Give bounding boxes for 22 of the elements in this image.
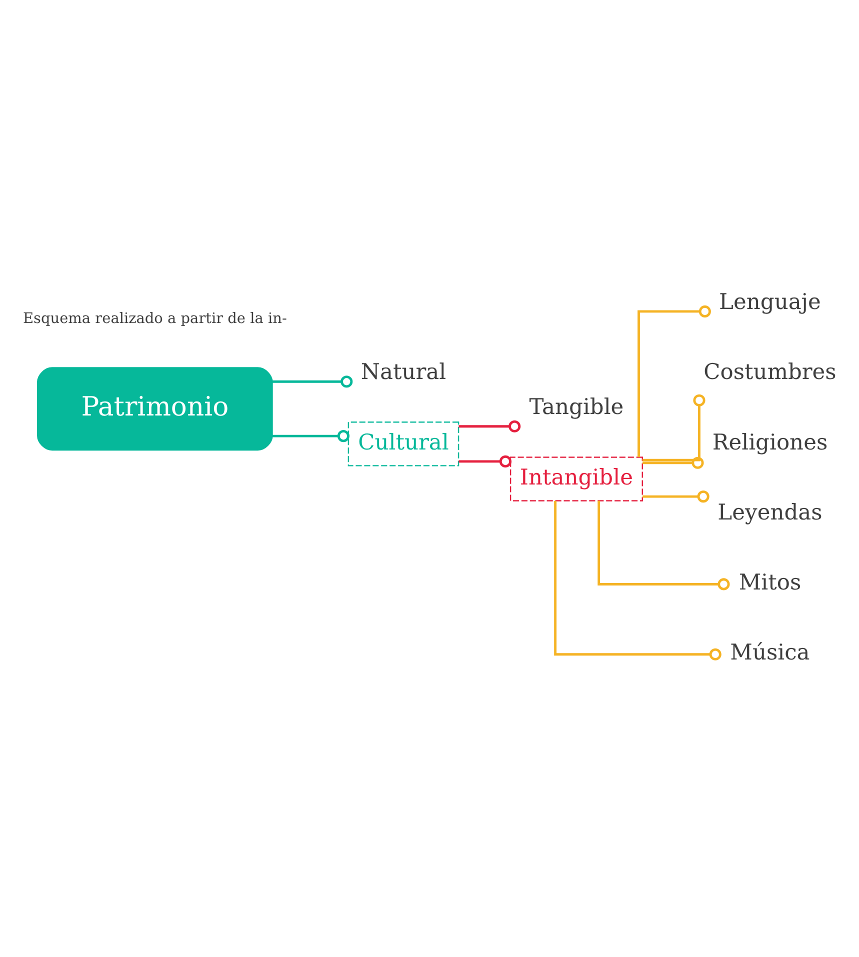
- node-text: Religiones: [712, 430, 828, 455]
- node-text: Leyendas: [718, 500, 822, 525]
- label: Esquema realizado a partir de la in-: [22, 310, 287, 327]
- connector: [458, 420, 521, 432]
- connector: [642, 394, 706, 461]
- connector: [642, 456, 704, 468]
- node-text: Música: [730, 640, 810, 666]
- node-text: Mitos: [738, 570, 802, 596]
- node-box: Patrimonio: [37, 366, 273, 450]
- connector: [458, 454, 512, 467]
- connector: [598, 500, 730, 590]
- node-text: Natural: [360, 360, 446, 385]
- node-box: Intangible: [510, 456, 643, 501]
- node-text: Tangible: [529, 394, 624, 420]
- connector: [554, 500, 722, 660]
- connector: [272, 430, 350, 442]
- node-text: Costumbres: [704, 360, 836, 385]
- connector: [272, 375, 353, 388]
- connector: [638, 304, 711, 457]
- node-box: Cultural: [348, 421, 460, 466]
- connector: [642, 490, 710, 502]
- node-text: Lenguaje: [719, 289, 821, 314]
